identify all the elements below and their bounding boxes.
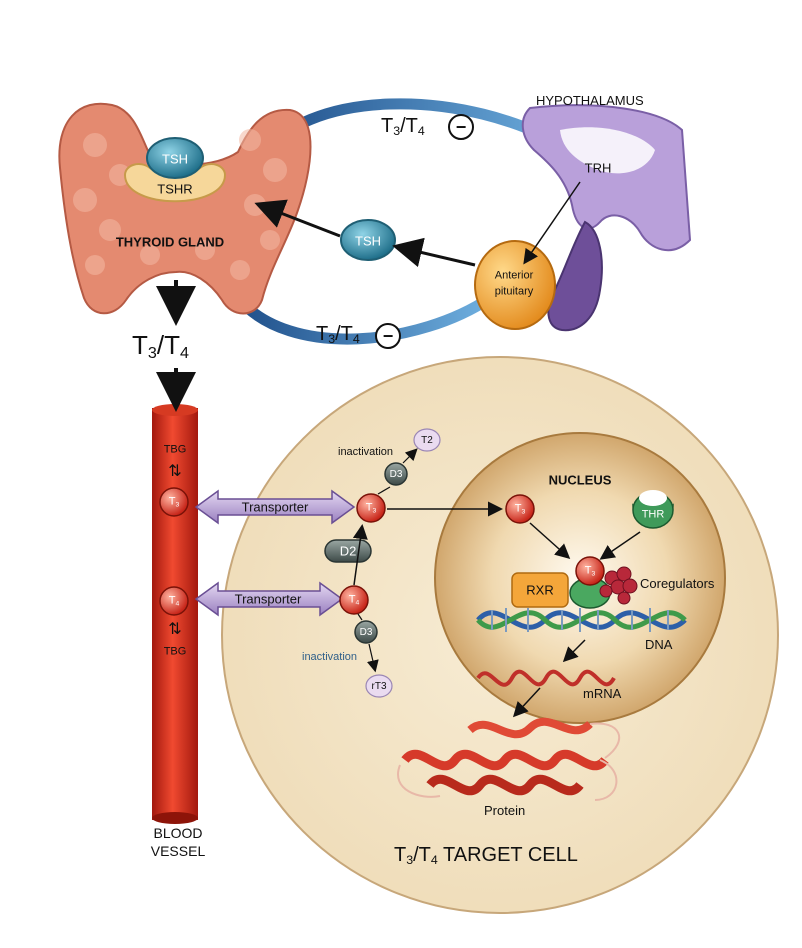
t3t4-top-label: T3/T4 (381, 115, 425, 139)
nucleus-label: NUCLEUS (548, 472, 612, 488)
nucleus-t3-bound-label: T3 (584, 564, 596, 578)
mrna-label: mRNA (583, 686, 622, 701)
tsh-receptor (123, 163, 227, 203)
tshr-label: TSHR (157, 181, 193, 197)
protein-ribbon (397, 717, 621, 801)
trh-label: TRH (584, 160, 612, 176)
cell-t4-label: T4 (348, 593, 360, 607)
tsh-bound-label: TSH (162, 151, 188, 167)
rxr-label: RXR (526, 582, 554, 598)
rt3-label: rT3 (371, 681, 387, 692)
pituitary-to-tsh-arrow (392, 237, 476, 268)
equilibrium-lower: ⇅ (168, 621, 182, 638)
t3t4-bottom-label: T3/T4 (316, 323, 360, 347)
blood-vessel-label-line1: BLOOD (153, 825, 203, 841)
equilibrium-upper: ⇅ (168, 463, 182, 480)
mrna-strand (476, 669, 616, 687)
tbg-upper-label: TBG (163, 443, 187, 456)
anterior-pituitary-label-line2: pituitary (494, 285, 534, 298)
inactivation-upper-label: inactivation (338, 446, 394, 458)
negative-sign-bottom: − (382, 326, 394, 346)
cell-t3-label: T3 (365, 501, 377, 515)
target-cell-label: T3/T4 TARGET CELL (394, 844, 578, 868)
tsh-circulating-label: TSH (355, 233, 381, 249)
posterior-pituitary (547, 220, 603, 332)
blood-vessel-label-line2: VESSEL (150, 843, 206, 859)
d3-lower-label: D3 (359, 627, 373, 638)
protein-label: Protein (484, 803, 526, 818)
transporter-upper-label: Transporter (241, 499, 309, 515)
hypothalamus-label: HYPOTHALAMUS (536, 93, 644, 108)
thyroid-gland-label: THYROID GLAND (115, 234, 225, 250)
thyroid-gland (58, 102, 312, 315)
transporter-lower-label: Transporter (234, 591, 302, 607)
rxr-box (511, 572, 569, 608)
d3-upper-label: D3 (389, 469, 403, 480)
d2-label: D2 (339, 543, 357, 559)
transporter-upper (194, 489, 356, 525)
thr-label: THR (641, 508, 665, 521)
t2-label: T2 (421, 435, 433, 446)
dna-label: DNA (645, 637, 673, 652)
trh-arrow (523, 181, 581, 265)
anterior-pituitary-label-line1: Anterior (494, 269, 534, 282)
nucleus-t3-entering-label: T3 (514, 502, 526, 516)
tbg-lower-label: TBG (163, 645, 187, 658)
feedback-arrow-bottom (233, 293, 494, 345)
negative-sign-top: − (455, 117, 467, 137)
coregulators-label: Coregulators (640, 576, 715, 591)
dna-helix (476, 608, 687, 632)
vessel-t3-label: T3 (168, 495, 180, 509)
tsh-to-thyroid-arrow (254, 199, 341, 238)
inactivation-lower-label: inactivation (302, 651, 358, 663)
vessel-t4-label: T4 (168, 594, 180, 608)
tsh-bound (146, 137, 204, 179)
t3t4-main-label: T3/T4 (132, 330, 189, 363)
